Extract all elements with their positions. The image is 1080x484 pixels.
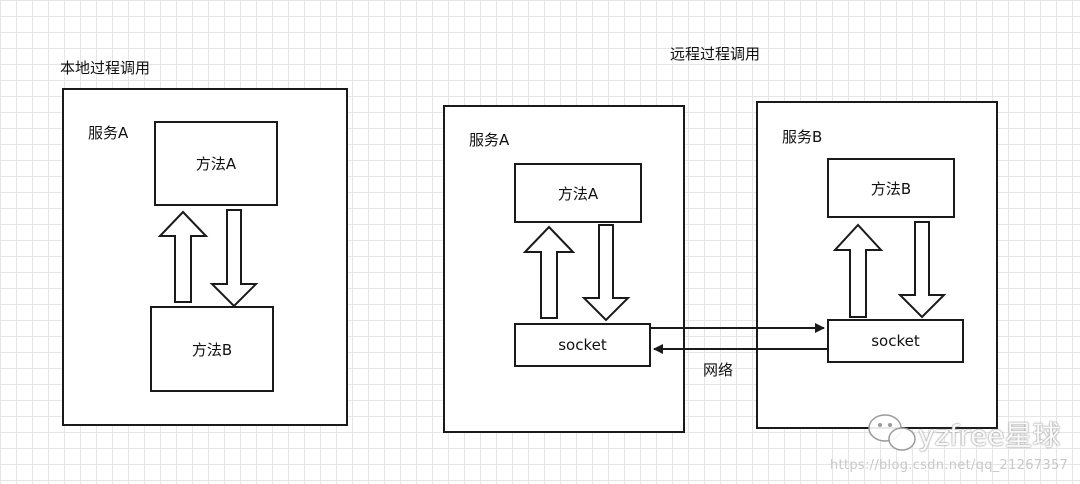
network-label: 网络 (703, 361, 734, 379)
remote-method-b-label: 方法B (870, 179, 912, 198)
remote-a-up-arrow (522, 225, 576, 319)
remote-method-a-box: 方法A (514, 163, 642, 223)
watermark-brand: yzfree星球 (918, 419, 1061, 452)
remote-b-down-arrow (897, 221, 947, 319)
remote-a-down-arrow (581, 224, 631, 322)
remote-service-a-label: 服务A (469, 131, 510, 149)
remote-call-title: 远程过程调用 (670, 45, 761, 63)
remote-b-up-arrow (832, 223, 884, 318)
local-up-arrow (157, 210, 209, 303)
remote-service-a-container (443, 105, 685, 433)
watermark-url: https://blog.csdn.net/qq_21267357 (830, 458, 1069, 473)
remote-method-b-box: 方法B (827, 158, 955, 218)
local-down-arrow (209, 209, 259, 308)
socket-a-box: socket (514, 323, 651, 367)
local-service-a-label: 服务A (88, 124, 129, 142)
remote-service-b-container (756, 101, 998, 429)
socket-b-label: socket (871, 332, 920, 350)
socket-a-label: socket (558, 336, 607, 354)
remote-service-b-label: 服务B (782, 128, 823, 146)
local-method-b-label: 方法B (191, 340, 233, 359)
local-call-title: 本地过程调用 (60, 59, 151, 77)
local-method-a-box: 方法A (154, 121, 278, 206)
local-method-a-label: 方法A (195, 155, 237, 173)
remote-method-a-label: 方法A (557, 184, 599, 203)
socket-b-box: socket (827, 319, 964, 363)
local-method-b-box: 方法B (150, 306, 274, 392)
